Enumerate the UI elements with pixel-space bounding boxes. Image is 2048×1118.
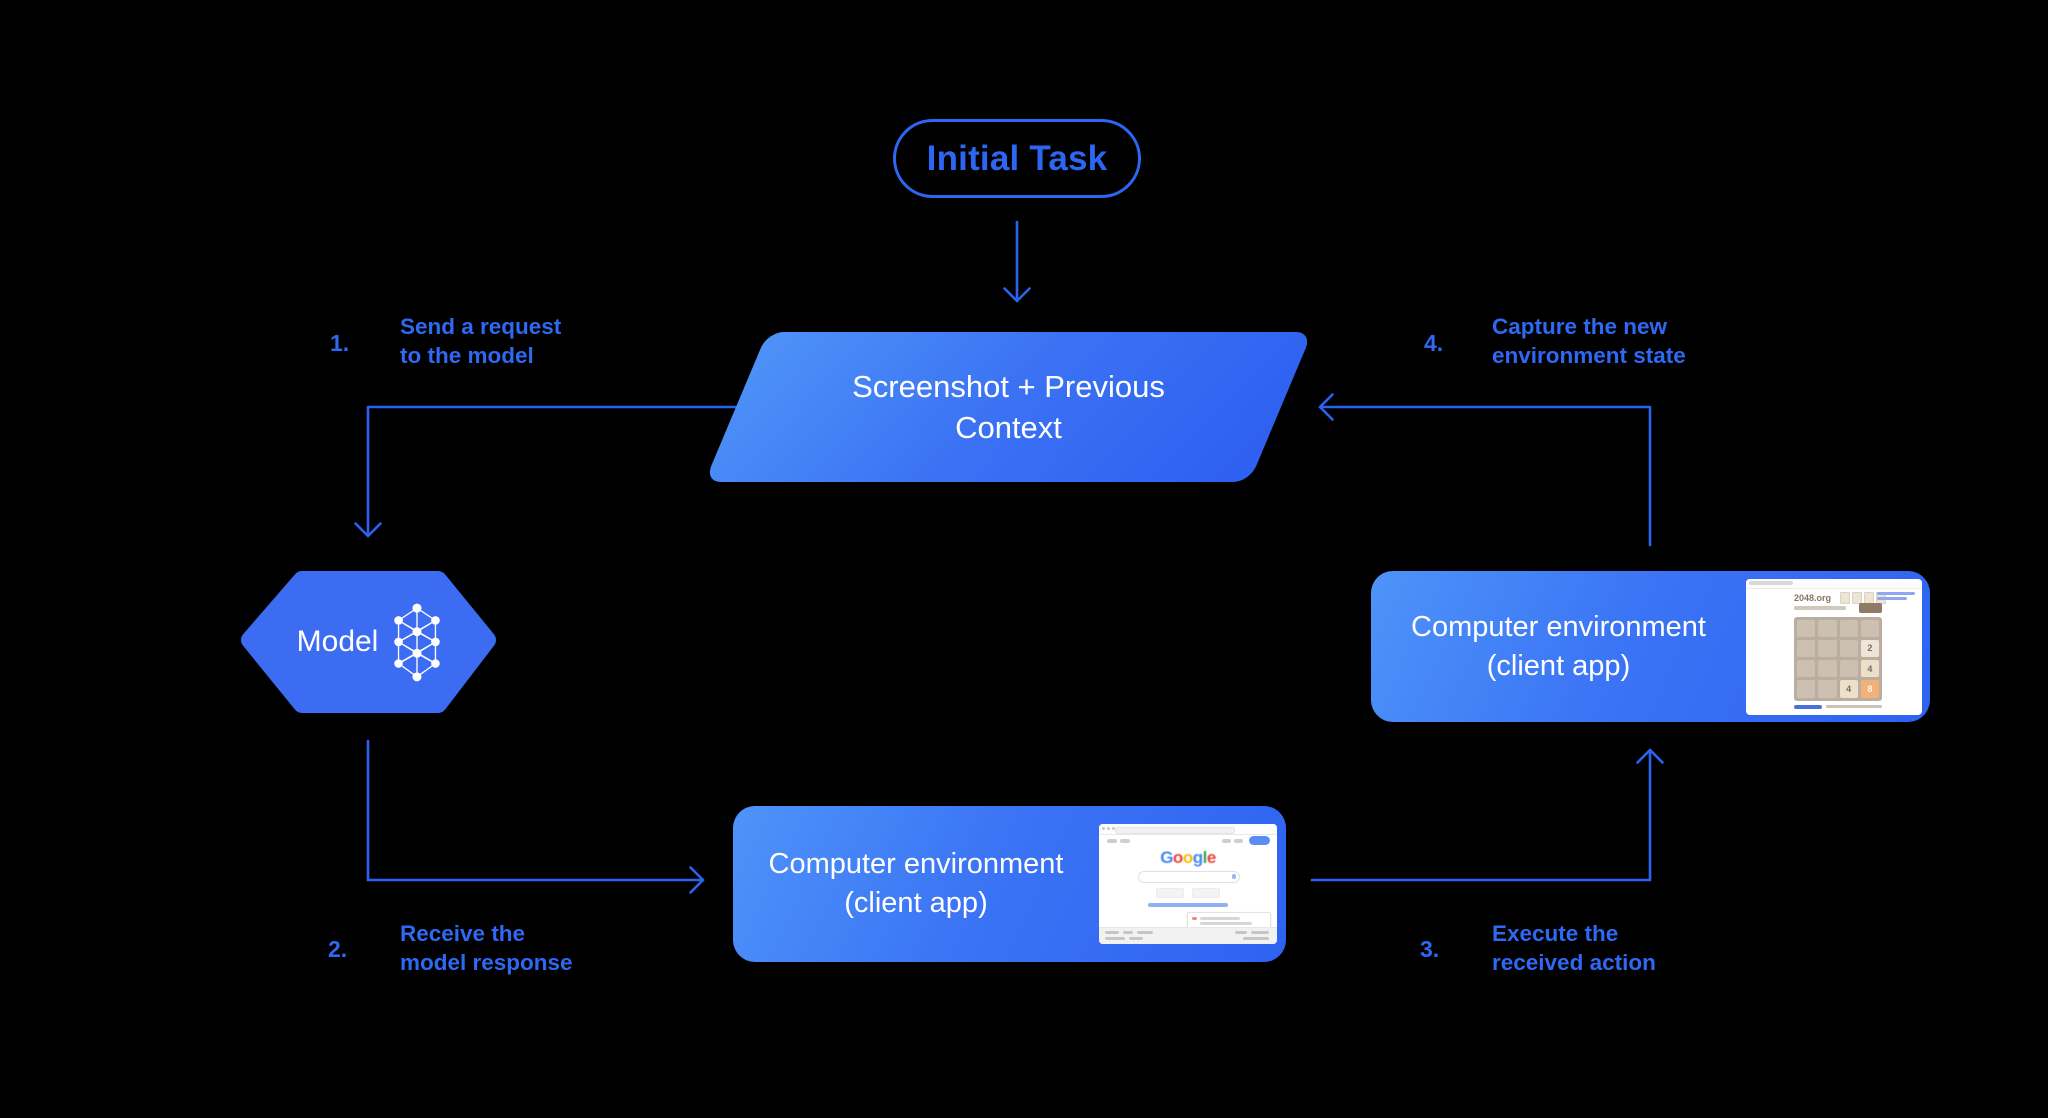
mini-bottom-link — [1794, 704, 1822, 709]
mini-bottom-text — [1826, 705, 1882, 708]
mini-tile-2: 2 — [1860, 639, 1879, 657]
initial-task-label: Initial Task — [926, 138, 1108, 178]
step-2-label: Receive the model response — [400, 921, 573, 975]
computer-env-bottom-label: Computer environment (client app) — [768, 848, 1064, 919]
computer-env-right-node: Computer environment (client app) 2048.o… — [1371, 571, 1930, 722]
screenshot-context-label: Screenshot + Previous Context — [852, 369, 1165, 445]
mini-footer — [1099, 927, 1277, 944]
mini-url-bar — [1115, 826, 1235, 834]
mini-2048-grid: 2 4 4 8 — [1794, 616, 1882, 701]
mini-signin-button — [1249, 836, 1270, 845]
mini-google-logo: Google — [1160, 848, 1216, 867]
mini-browser-chrome — [1099, 824, 1277, 835]
mini-subtitle-text — [1794, 605, 1846, 610]
mini-tile-4: 4 — [1839, 680, 1858, 698]
mini-mic-icon — [1232, 874, 1236, 879]
computer-env-bottom-node: Computer environment (client app) Google — [733, 806, 1286, 962]
computer-env-right-label: Computer environment (client app) — [1411, 610, 1706, 682]
arrow-model-to-env — [366, 739, 705, 894]
arrow-env-to-env — [1310, 748, 1664, 882]
mini-language-links — [1148, 903, 1228, 907]
game-2048-thumbnail: 2048.org 2 4 4 8 — [1746, 578, 1922, 715]
initial-task-pill: Initial Task — [893, 119, 1141, 198]
mini-lucky-button — [1192, 888, 1220, 898]
arrow-context-to-model — [354, 405, 739, 538]
step-4-label: Capture the new environment state — [1492, 314, 1686, 368]
step-2-number: 2. — [328, 936, 348, 962]
google-screenshot-thumbnail: Google — [1099, 824, 1277, 944]
step-3-label: Execute the received action — [1492, 921, 1656, 975]
model-label: Model — [296, 625, 379, 658]
mini-new-game-button — [1859, 602, 1882, 613]
step-4-number: 4. — [1424, 330, 1444, 356]
model-node: Model — [236, 567, 501, 717]
mini-browser-chrome — [1746, 578, 1922, 589]
mini-2048-site-title: 2048.org — [1794, 592, 1832, 603]
mini-search-button — [1156, 888, 1184, 898]
step-1-label: Send a request to the model — [400, 314, 562, 368]
neural-network-icon — [394, 603, 441, 682]
arrow-env-to-context — [1318, 393, 1652, 547]
mini-tile-4: 4 — [1860, 660, 1879, 678]
step-1-number: 1. — [330, 330, 350, 356]
hexagon-shape — [241, 571, 496, 713]
step-3-number: 3. — [1420, 936, 1440, 962]
screenshot-context-node: Screenshot + Previous Context — [704, 332, 1313, 482]
mini-tile-8: 8 — [1860, 680, 1879, 698]
arrow-task-to-context — [1003, 220, 1031, 303]
mini-top-links — [1877, 591, 1915, 602]
mini-search-bar — [1138, 871, 1240, 883]
